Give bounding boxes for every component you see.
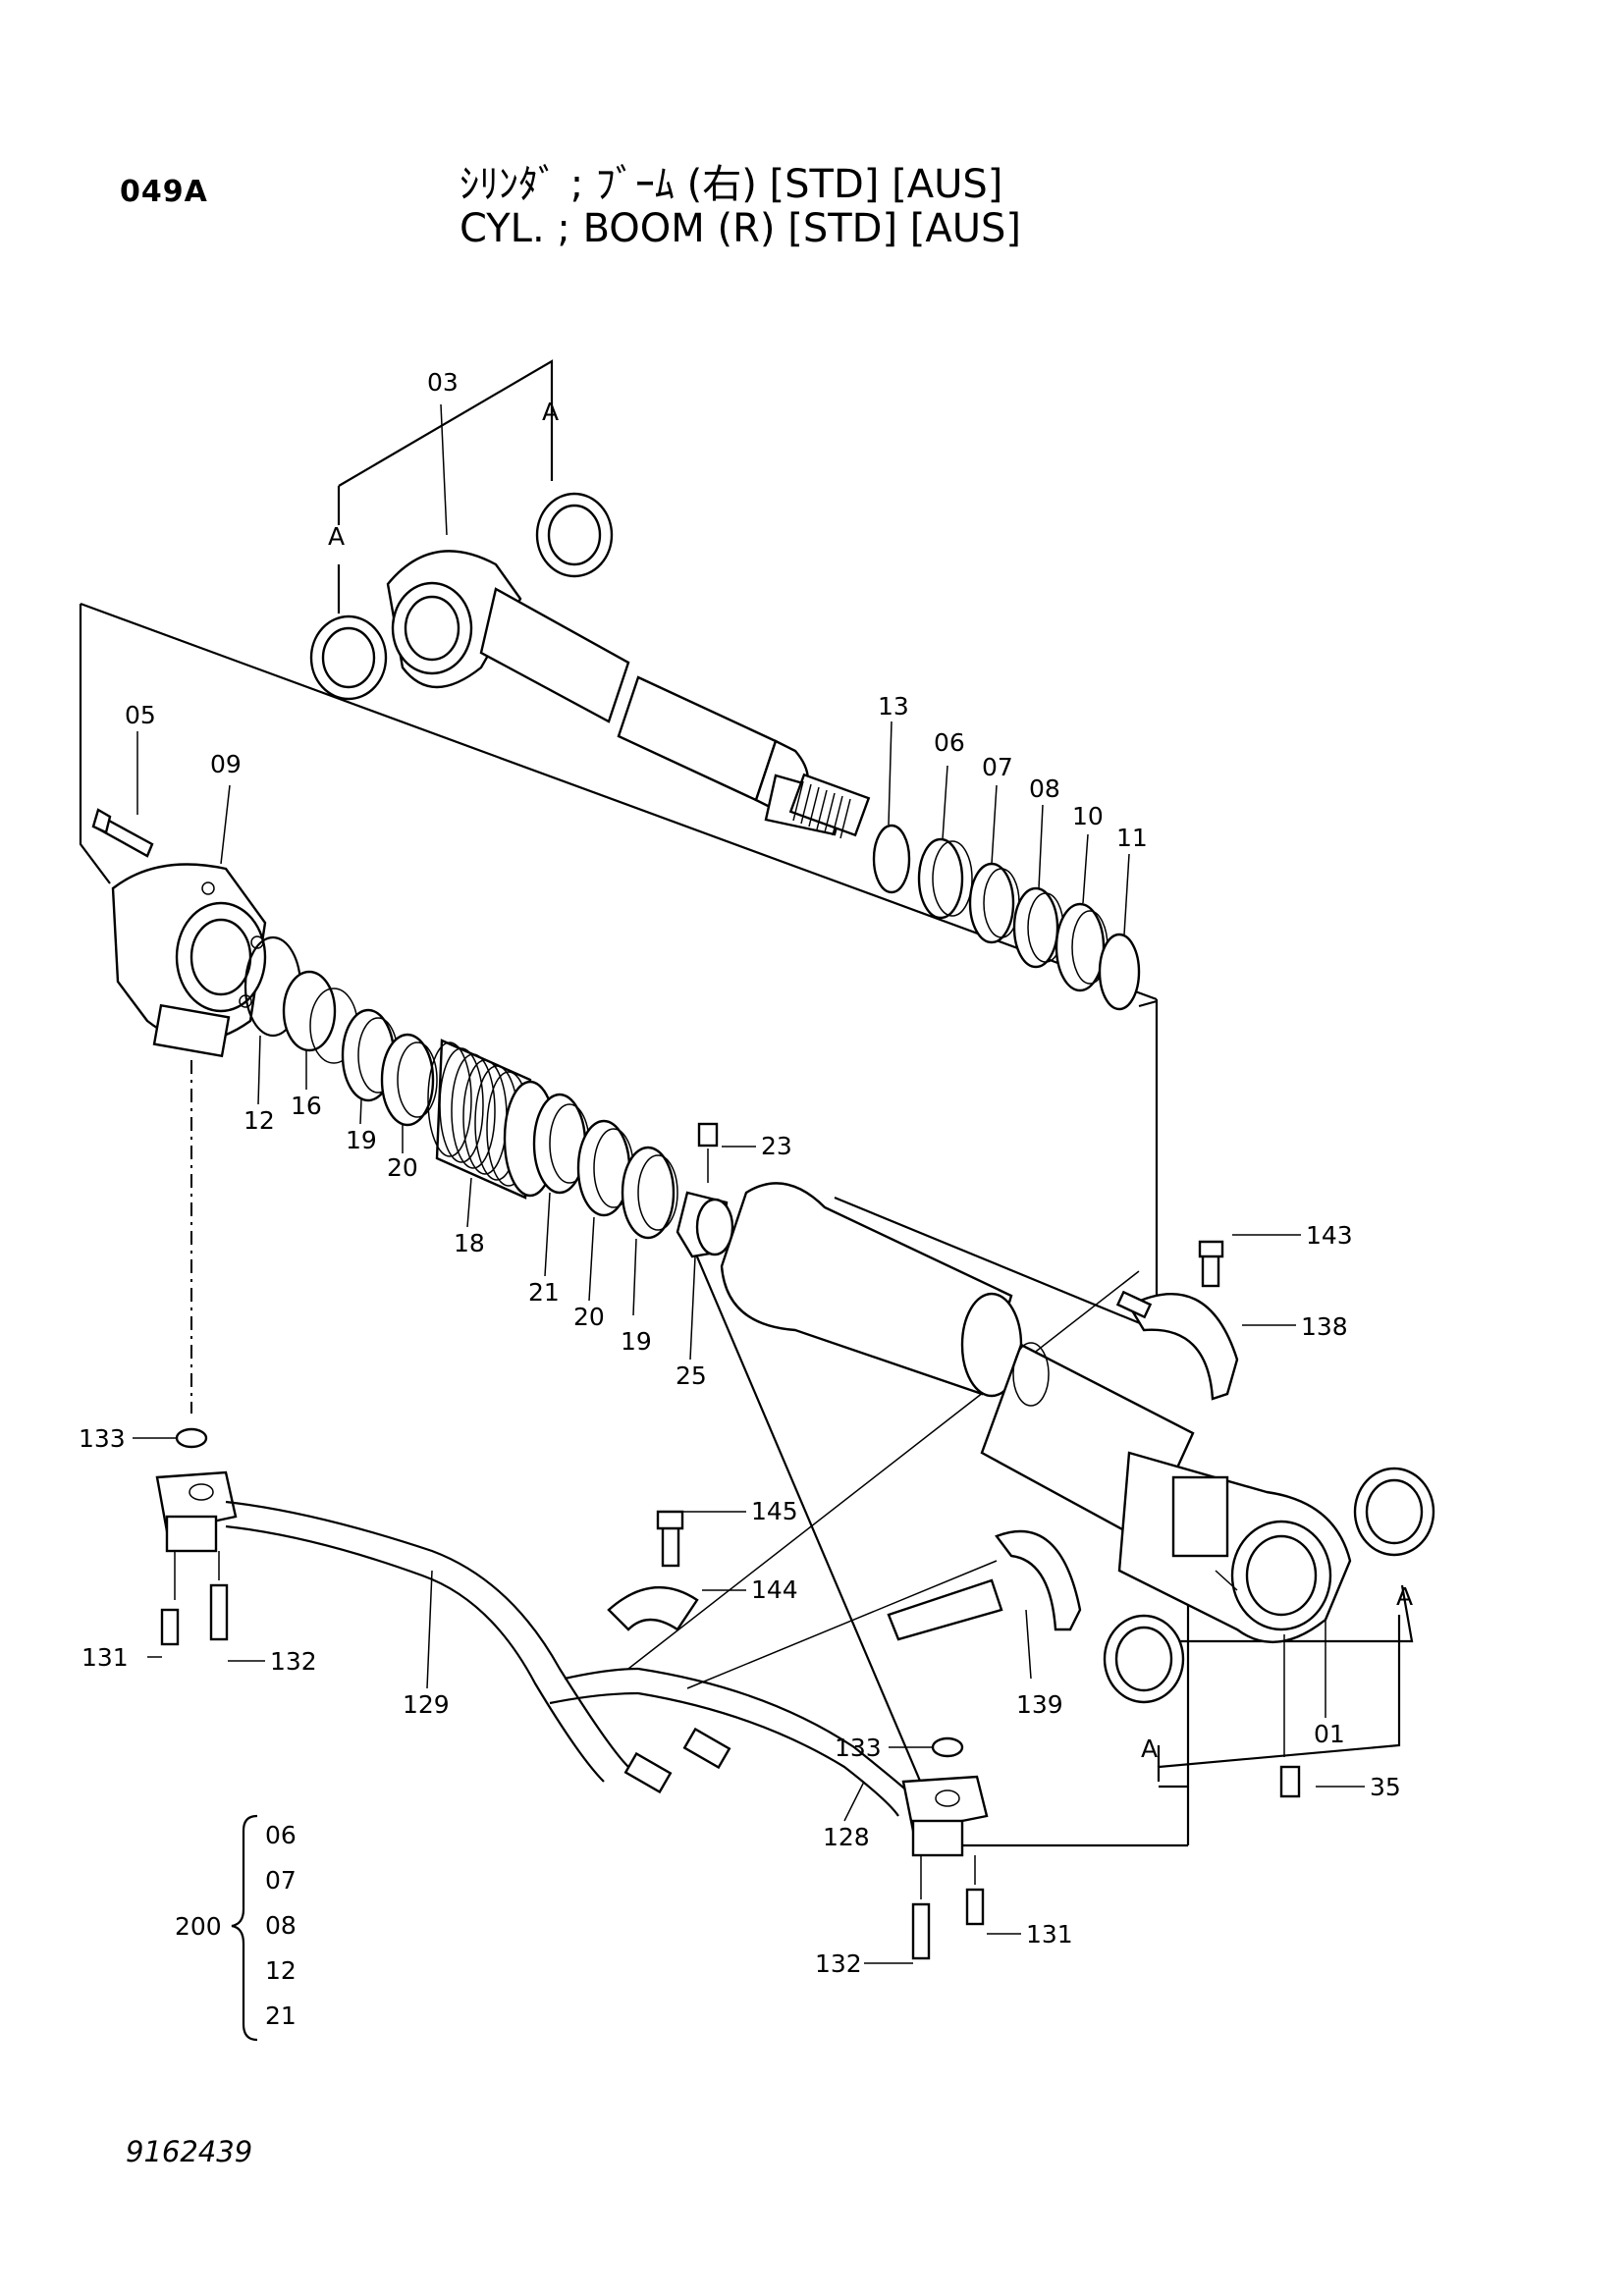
- callout-05: 05: [125, 701, 156, 729]
- callout-133-left: 133: [79, 1424, 126, 1453]
- callout-19-right: 19: [621, 1327, 652, 1356]
- kit-item: 21: [265, 2002, 297, 2030]
- callout-01: 01: [1314, 1720, 1345, 1748]
- callout-a-right: A: [1396, 1582, 1413, 1611]
- callout-19-left: 19: [346, 1126, 377, 1154]
- callout-a-top: A: [542, 398, 559, 426]
- callout-20-left: 20: [387, 1153, 418, 1182]
- callout-131-left: 131: [81, 1643, 129, 1672]
- callout-129: 129: [403, 1690, 450, 1719]
- kit-list: 200 06 07 08 12 21: [175, 1821, 297, 2030]
- kit-item: 12: [265, 1956, 297, 1985]
- callout-20-right: 20: [573, 1303, 605, 1331]
- callout-a-bottom: A: [1141, 1735, 1158, 1763]
- callout-06: 06: [934, 728, 965, 757]
- callout-18: 18: [454, 1229, 485, 1257]
- callout-13: 13: [878, 692, 909, 721]
- kit-number: 200: [175, 1912, 222, 1941]
- kit-brace: [231, 1814, 258, 2042]
- rod-assembly: [309, 492, 1141, 1011]
- callout-138: 138: [1301, 1312, 1348, 1341]
- callout-08: 08: [1029, 774, 1060, 803]
- callout-143: 143: [1306, 1221, 1353, 1250]
- callout-09: 09: [210, 750, 242, 778]
- head-assembly: [91, 808, 734, 1258]
- kit-item: 07: [265, 1866, 297, 1895]
- callout-10: 10: [1072, 802, 1104, 830]
- callout-35: 35: [1370, 1773, 1401, 1801]
- callout-21: 21: [528, 1278, 560, 1307]
- cylinder-tube: [720, 1182, 1435, 1798]
- piping: [155, 1427, 989, 1960]
- callout-labels: 03 A A 05 09 13 06 07 08 10 11 12 16 19 …: [79, 368, 1413, 1978]
- callout-133-right: 133: [835, 1734, 882, 1762]
- title-english: CYL. ; BOOM (R) [STD] [AUS]: [460, 206, 1022, 251]
- callout-a-left: A: [328, 522, 345, 551]
- kit-item: 06: [265, 1821, 297, 1849]
- callout-12: 12: [243, 1106, 275, 1135]
- leader-lines: [133, 403, 1365, 1964]
- page-code: 049A: [120, 175, 208, 209]
- callout-139: 139: [1016, 1690, 1063, 1719]
- grouping-lines: [79, 359, 1414, 1847]
- callout-131-right: 131: [1026, 1920, 1073, 1949]
- callout-11: 11: [1116, 824, 1148, 852]
- callout-07: 07: [982, 753, 1013, 781]
- callout-132-right: 132: [815, 1949, 862, 1978]
- callout-16: 16: [291, 1092, 322, 1120]
- callout-128: 128: [823, 1823, 870, 1851]
- title-japanese: ｼﾘﾝﾀﾞ ; ﾌﾞｰﾑ (右) [STD] [AUS]: [460, 162, 1003, 207]
- drawing-number: 9162439: [126, 2135, 253, 2168]
- callout-25: 25: [676, 1362, 707, 1390]
- kit-item: 08: [265, 1911, 297, 1940]
- callout-03: 03: [427, 368, 459, 397]
- callout-144: 144: [751, 1575, 798, 1604]
- callout-132-left: 132: [270, 1647, 317, 1676]
- callout-23: 23: [761, 1132, 792, 1160]
- callout-145: 145: [751, 1497, 798, 1525]
